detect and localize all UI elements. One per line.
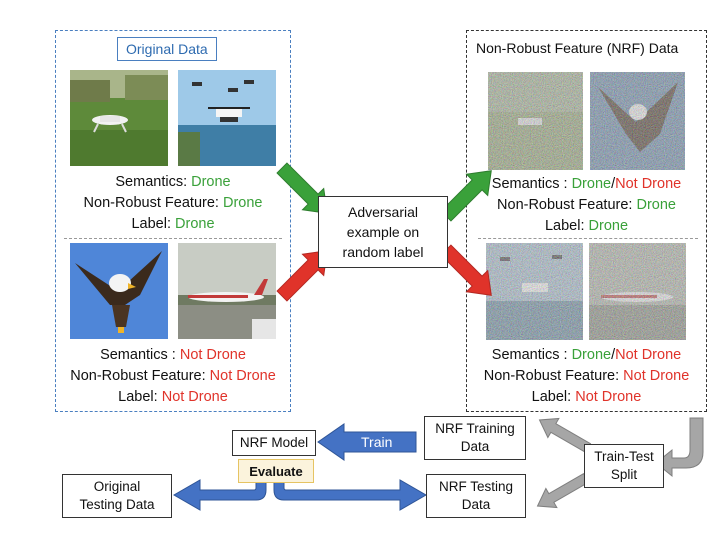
drone-photo (70, 70, 168, 166)
nrf-testing-line-2: Data (461, 497, 491, 512)
nrf-data-panel (466, 30, 707, 412)
original-bottom-info: Semantics : Not Drone Non-Robust Feature… (55, 345, 291, 408)
green-arrow-in (276, 162, 328, 214)
label-value: Not Drone (161, 389, 228, 405)
nrf-label: Non-Robust Feature: (70, 368, 210, 384)
nrf-training-data-box: NRF Training Data (424, 416, 526, 460)
nrf-data-title: Non-Robust Feature (NRF) Data (476, 40, 679, 56)
green-arrow-out (440, 170, 492, 222)
original-data-title: Original Data (117, 37, 217, 61)
evaluate-label: Evaluate (249, 463, 303, 479)
semantics-value: Drone (191, 174, 231, 190)
gray-curve-arrow (655, 417, 704, 478)
nrf-training-line-2: Data (460, 439, 490, 454)
noisy-drone-photo (488, 72, 583, 170)
semantics-value-a: Drone (571, 347, 612, 363)
label-value: Not Drone (575, 389, 642, 405)
semantics-value-a: Drone (571, 176, 612, 192)
nrf-model-label: NRF Model (239, 435, 309, 450)
nrf-testing-data-box: NRF Testing Data (426, 474, 526, 518)
nrf-training-line-1: NRF Training (435, 421, 515, 436)
gray-arrow-testing (536, 472, 590, 509)
nrf-label: Non-Robust Feature: (497, 197, 637, 213)
original-testing-data-box: Original Testing Data (62, 474, 172, 518)
noisy-drone-sea-photo (486, 243, 583, 340)
evaluate-badge: Evaluate (238, 459, 314, 483)
original-testing-line-1: Original (93, 479, 141, 494)
slash: / (611, 347, 616, 363)
nrf-value: Drone (636, 197, 676, 213)
nrf-value: Drone (222, 195, 263, 211)
nrf-value: Not Drone (209, 368, 276, 384)
nrf-label: Non-Robust Feature: (83, 195, 223, 211)
label-value: Drone (175, 216, 215, 232)
noisy-airplane-photo (589, 243, 686, 340)
train-test-line-1: Train-Test (594, 449, 654, 464)
evaluate-arrow-right (273, 471, 428, 511)
drone-flying-photo (178, 70, 276, 166)
semantics-value-b: Not Drone (615, 176, 682, 192)
label-label: Label: (118, 389, 162, 405)
original-top-info: Semantics: Drone Non-Robust Feature: Dro… (55, 172, 291, 235)
label-label: Label: (531, 389, 576, 405)
semantics-label: Semantics : (491, 176, 572, 192)
semantics-label: Semantics : (100, 347, 180, 363)
semantics-value-b: Not Drone (615, 347, 682, 363)
train-test-line-2: Split (610, 467, 638, 482)
nrf-label: Non-Robust Feature: (483, 368, 624, 384)
original-testing-line-2: Testing Data (79, 497, 155, 512)
adversarial-example-box: Adversarial example on random label (318, 196, 448, 268)
nrf-top-info: Semantics : Drone/Not Drone Non-Robust F… (466, 174, 707, 237)
divider (478, 238, 698, 239)
original-data-panel (55, 30, 291, 412)
airplane-photo (178, 243, 276, 339)
center-line-1: Adversarial (347, 204, 419, 220)
evaluate-arrow-left (172, 471, 267, 511)
nrf-testing-line-1: NRF Testing (438, 479, 514, 494)
train-test-split-box: Train-Test Split (584, 444, 664, 488)
label-label: Label: (544, 218, 589, 234)
semantics-label: Semantics: (115, 174, 192, 190)
center-line-2: example on (346, 224, 420, 240)
center-line-3: random label (342, 244, 424, 260)
noisy-eagle-photo (590, 72, 685, 170)
train-label: Train (361, 434, 393, 450)
gray-arrow-training (538, 417, 592, 454)
divider (64, 238, 282, 239)
nrf-model-box: NRF Model (232, 430, 316, 456)
nrf-bottom-info: Semantics : Drone/Not Drone Non-Robust F… (466, 345, 707, 408)
nrf-value: Not Drone (623, 368, 690, 384)
semantics-value: Not Drone (179, 347, 246, 363)
semantics-label: Semantics : (491, 347, 572, 363)
slash: / (611, 176, 616, 192)
label-value: Drone (588, 218, 629, 234)
eagle-photo (70, 243, 168, 339)
label-label: Label: (131, 216, 176, 232)
train-arrow (317, 423, 417, 461)
